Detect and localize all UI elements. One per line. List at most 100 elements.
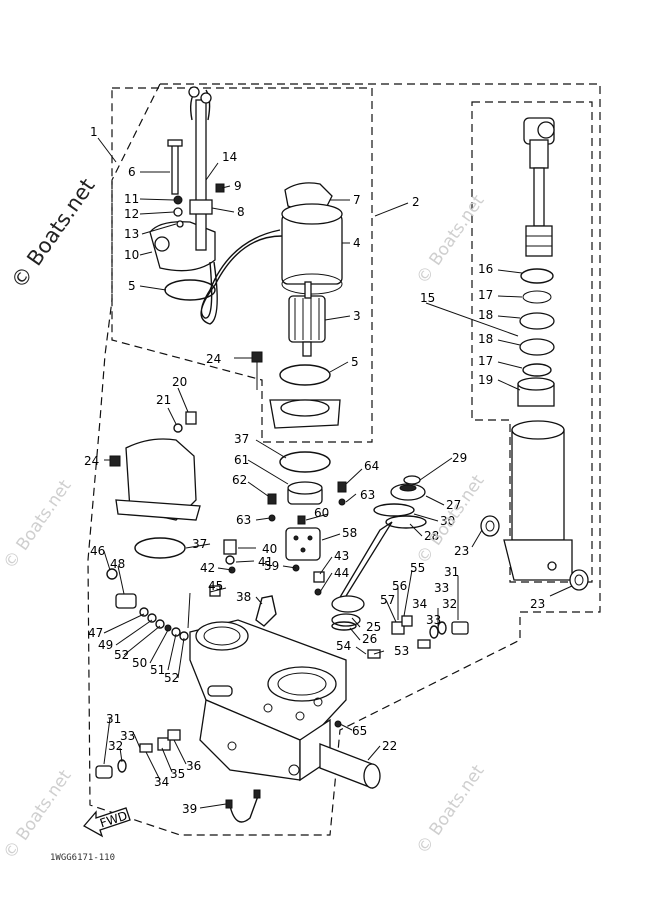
brush-holder-10 — [149, 86, 216, 272]
washer-63b — [338, 498, 346, 506]
callout-30: 30 — [440, 514, 455, 528]
callout-40: 40 — [262, 542, 277, 556]
callout-23-left: 23 — [454, 544, 469, 558]
callout-5-upper: 5 — [128, 279, 136, 293]
valve-43 — [313, 571, 325, 583]
motor-cable — [200, 229, 283, 325]
valve-40 — [223, 539, 237, 555]
ball-44 — [314, 588, 322, 596]
cap-27 — [390, 483, 426, 501]
bolt-64 — [337, 481, 347, 493]
o-ring-5-lower — [279, 364, 331, 386]
callout-2: 2 — [412, 195, 420, 209]
callout-57: 57 — [380, 593, 395, 607]
spring-29 — [403, 475, 421, 485]
callout-42: 42 — [200, 561, 215, 575]
tilt-cylinder — [503, 420, 573, 581]
o-ring-30 — [373, 503, 415, 517]
shaft-22 — [319, 743, 381, 789]
callout-63-left: 63 — [236, 513, 251, 527]
callout-11: 11 — [124, 192, 139, 206]
callout-22: 22 — [382, 739, 397, 753]
callout-36: 36 — [186, 759, 201, 773]
callout-61: 61 — [234, 453, 249, 467]
callout-53: 53 — [394, 644, 409, 658]
callout-64: 64 — [364, 459, 379, 473]
callout-60: 60 — [314, 506, 329, 520]
callout-54: 54 — [336, 639, 351, 653]
assembly-boundary — [87, 83, 601, 836]
callout-9: 9 — [234, 179, 242, 193]
callout-10: 10 — [124, 248, 139, 262]
callout-28: 28 — [424, 529, 439, 543]
hose-39 — [225, 789, 261, 823]
callout-18-lower: 18 — [478, 332, 493, 346]
callout-5-lower: 5 — [351, 355, 359, 369]
callout-21: 21 — [156, 393, 171, 407]
callout-7: 7 — [353, 193, 361, 207]
callout-52-left: 52 — [114, 648, 129, 662]
callout-23-right: 23 — [530, 597, 545, 611]
callout-52-right: 52 — [164, 671, 179, 685]
callout-32-right: 32 — [442, 597, 457, 611]
motor-assembly-boundary — [111, 87, 373, 443]
reservoir — [115, 438, 201, 521]
callout-65: 65 — [352, 724, 367, 738]
callout-41: 41 — [258, 555, 273, 569]
callout-43: 43 — [334, 549, 349, 563]
callout-59: 59 — [264, 559, 279, 573]
callout-27: 27 — [446, 498, 461, 512]
pin-60 — [297, 515, 306, 525]
leader-lines — [97, 137, 573, 809]
callout-13: 13 — [124, 227, 139, 241]
bolt-6 — [167, 139, 183, 195]
main-housing — [189, 619, 347, 782]
armature-3 — [288, 281, 326, 357]
callout-19: 19 — [478, 373, 493, 387]
bushing-23-right — [569, 569, 589, 591]
seal-18-lower — [519, 338, 555, 356]
plug-assembly-lower-left — [95, 729, 181, 779]
callout-26: 26 — [362, 632, 377, 646]
callout-15: 15 — [420, 291, 435, 305]
callout-33-right-lower: 33 — [426, 613, 441, 627]
callout-33-right-upper: 33 — [434, 581, 449, 595]
callout-labels: 1 2 3 4 5 5 6 7 8 9 10 11 12 13 14 15 16… — [84, 125, 545, 816]
watermark-4: © Boats.net — [0, 766, 76, 863]
callout-3: 3 — [353, 309, 361, 323]
bolt-24-left — [109, 455, 121, 467]
callout-14: 14 — [222, 150, 237, 164]
watermark-5: © Boats.net — [413, 761, 489, 858]
cylinder-assembly-boundary — [471, 101, 593, 583]
callout-4: 4 — [353, 236, 361, 250]
callout-24-upper: 24 — [206, 352, 221, 366]
callout-8: 8 — [237, 205, 245, 219]
valve-assembly-right — [367, 615, 469, 659]
o-ring-41 — [225, 555, 235, 565]
seal-26 — [331, 621, 357, 631]
nut-11 — [173, 195, 183, 205]
callout-55: 55 — [410, 561, 425, 575]
callout-32-left: 32 — [108, 739, 123, 753]
callout-46: 46 — [90, 544, 105, 558]
callout-34-left: 34 — [154, 775, 169, 789]
seal-18-upper — [519, 312, 555, 330]
washer-13 — [176, 220, 184, 228]
callout-16: 16 — [478, 262, 493, 276]
callout-12: 12 — [124, 207, 139, 221]
diagram-code: 1WGG6171-110 — [50, 853, 115, 863]
o-ring-20 — [173, 423, 183, 433]
watermark-2: © Boats.net — [0, 476, 76, 573]
callout-63-right: 63 — [360, 488, 375, 502]
callout-20: 20 — [172, 375, 187, 389]
callout-37-left: 37 — [192, 537, 207, 551]
callout-44: 44 — [334, 566, 349, 580]
callout-58: 58 — [342, 526, 357, 540]
callout-50: 50 — [132, 656, 147, 670]
callout-56: 56 — [392, 579, 407, 593]
callout-31-left: 31 — [106, 712, 121, 726]
callout-47: 47 — [88, 626, 103, 640]
callout-38: 38 — [236, 590, 251, 604]
o-ring-16 — [520, 268, 554, 284]
watermark-main: © Boats.net — [6, 174, 99, 293]
